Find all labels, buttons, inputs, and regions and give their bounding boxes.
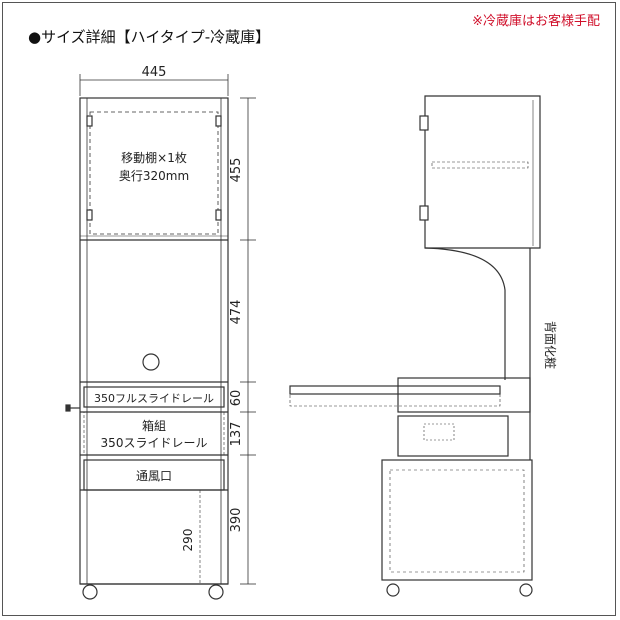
front-shelf-label-1: 移動棚×1枚 bbox=[121, 150, 187, 165]
side-caster-right bbox=[519, 583, 533, 597]
front-inner-dim: 290 bbox=[181, 529, 195, 552]
side-curved-support bbox=[424, 247, 506, 380]
dim-137: 137 bbox=[229, 422, 244, 447]
side-view bbox=[289, 95, 541, 597]
front-box-label-2: 350スライドレール bbox=[101, 436, 208, 450]
front-cable-hole bbox=[142, 353, 160, 371]
dim-390: 390 bbox=[229, 508, 244, 533]
front-caster-left bbox=[82, 584, 98, 600]
dim-474: 474 bbox=[229, 300, 244, 325]
dim-455: 455 bbox=[229, 158, 244, 183]
front-caster-right bbox=[208, 584, 224, 600]
front-shelf-label-2: 奥行320mm bbox=[119, 169, 189, 183]
front-upper-door bbox=[89, 111, 219, 235]
dim-60: 60 bbox=[229, 390, 244, 407]
front-box-label-1: 箱組 bbox=[142, 418, 166, 433]
note-text: ※冷蔵庫はお客様手配 bbox=[472, 14, 600, 29]
side-upper-cabinet bbox=[424, 95, 541, 249]
side-box bbox=[397, 415, 509, 457]
side-extended-rail bbox=[289, 385, 501, 395]
page-title: ●サイズ詳細【ハイタイプ-冷蔵庫】 bbox=[28, 28, 271, 46]
front-view bbox=[65, 97, 229, 600]
front-width-label: 445 bbox=[142, 65, 167, 80]
front-vent-label: 通風口 bbox=[136, 469, 172, 483]
side-caster-left bbox=[386, 583, 400, 597]
front-slide-rail bbox=[83, 386, 225, 408]
front-rail-label: 350フルスライドレール bbox=[94, 392, 214, 405]
side-back-label: 背面化粧 bbox=[543, 321, 557, 369]
side-bottom-frame bbox=[381, 459, 533, 581]
